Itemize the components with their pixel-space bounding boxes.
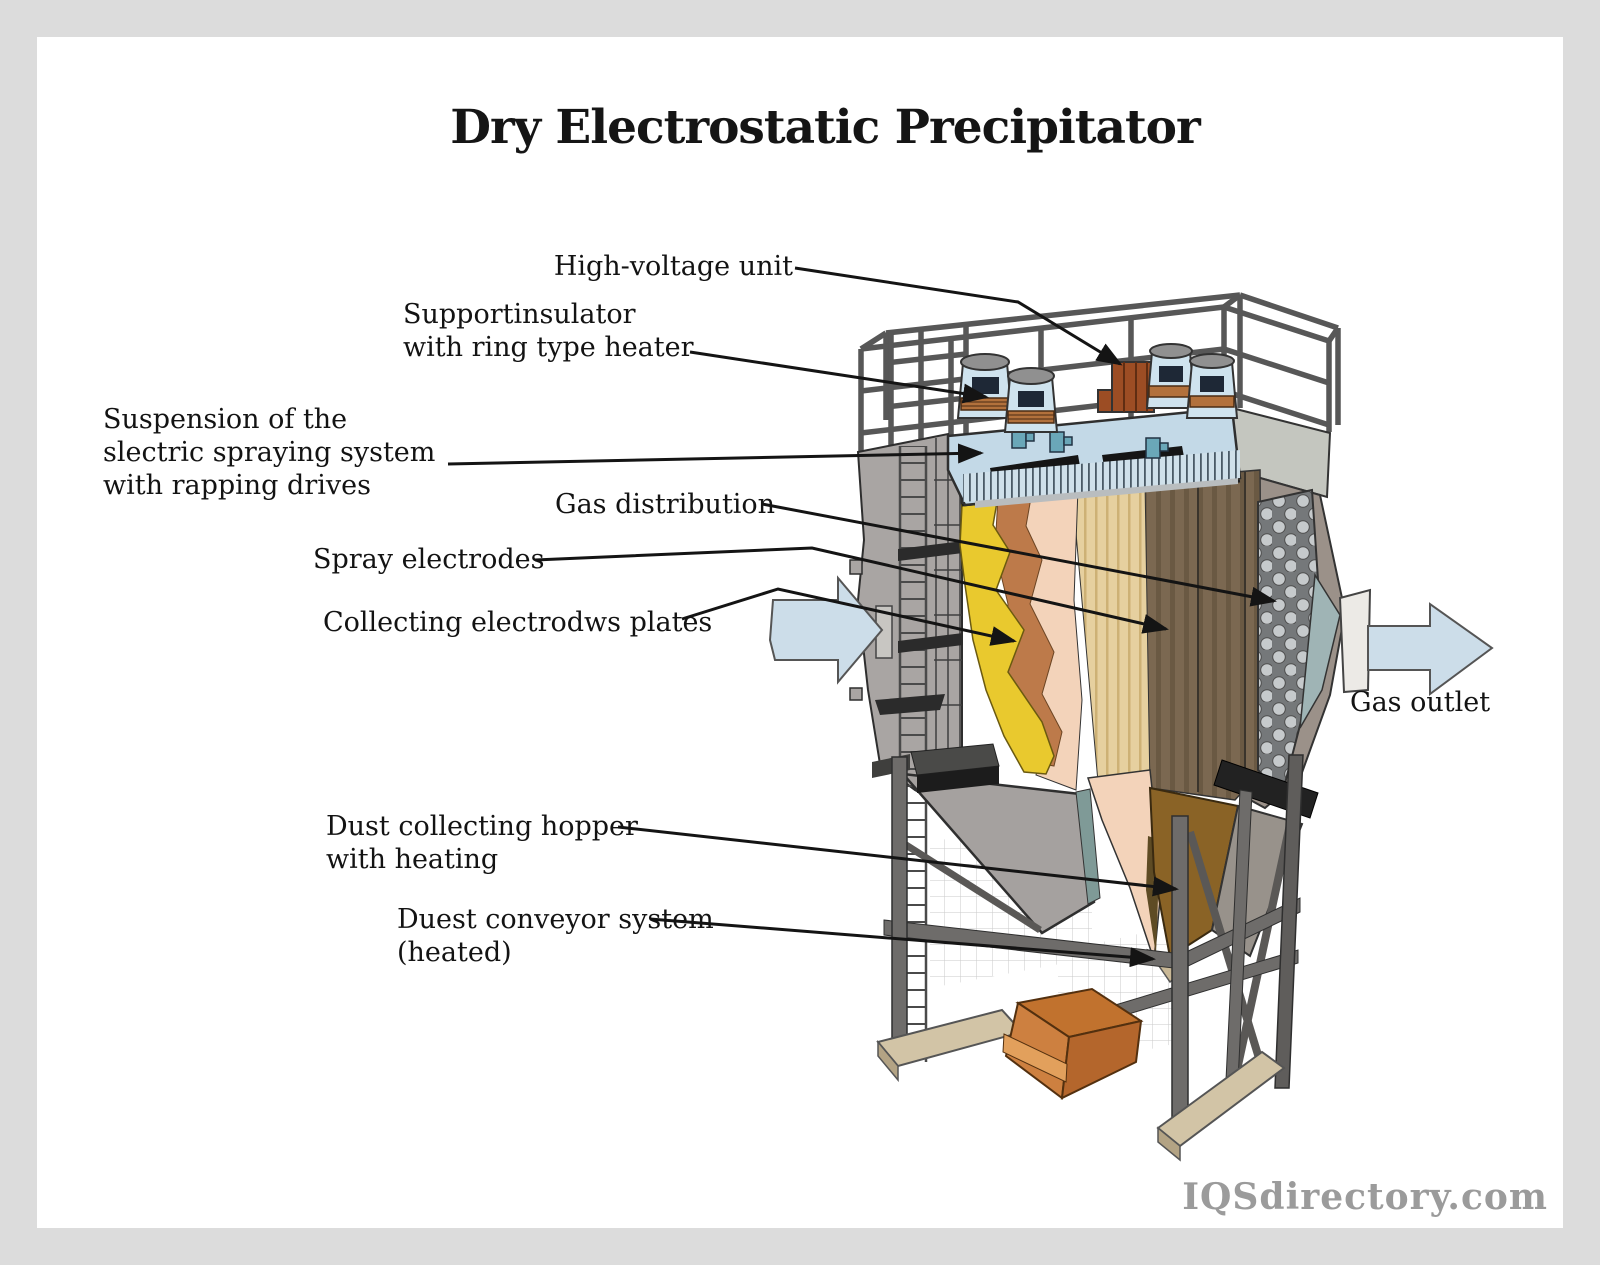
- label-gas-distribution: Gas distribution: [555, 489, 776, 520]
- leader-high-voltage: [794, 266, 1123, 366]
- layer-tan: [1071, 480, 1151, 791]
- insulator-4: [1185, 353, 1239, 419]
- leader-lines: [447, 266, 1277, 968]
- leader-gas-distribution: [761, 502, 1277, 607]
- conveyor-box: [1002, 987, 1144, 1100]
- watermark: IQSdirectory.com: [1182, 1176, 1548, 1218]
- insulator-1: [956, 353, 1014, 419]
- label-conveyor: Duest conveyor system (heated): [397, 904, 714, 968]
- leader-suspension: [447, 443, 984, 466]
- cutaway-layers: [959, 469, 1341, 801]
- label-spray-electrodes: Spray electrodes: [313, 544, 545, 575]
- support-insulators: [956, 343, 1239, 433]
- leader-dust-hopper: [617, 825, 1179, 897]
- label-suspension: Suspension of the slectric spraying syst…: [103, 404, 436, 501]
- leader-spray-electrodes: [534, 546, 1169, 634]
- gas-inlet-arrow: [768, 575, 893, 685]
- label-support-insulator: Supportinsulator with ring type heater: [403, 299, 694, 363]
- spray-electrode-plates: [1139, 469, 1263, 801]
- label-high-voltage-unit: High-voltage unit: [553, 251, 793, 282]
- insulator-2: [1003, 367, 1059, 433]
- dust-hopper-left: [899, 772, 1096, 935]
- ladder-cage: [934, 438, 962, 772]
- label-gas-outlet: Gas outlet: [1350, 687, 1491, 718]
- leader-support-insulator: [689, 350, 989, 404]
- base-beams: [876, 1008, 1286, 1162]
- electrode-fringe: [963, 450, 1240, 502]
- label-collecting-plates: Collecting electrodws plates: [323, 607, 713, 638]
- page-title: Dry Electrostatic Precipitator: [450, 100, 1201, 155]
- gas-outlet-duct: [1338, 588, 1372, 694]
- leader-collecting-plates: [681, 587, 1017, 646]
- support-frame: [872, 754, 1304, 1162]
- leader-conveyor: [649, 917, 1156, 968]
- gas-outlet-arrow: [1367, 602, 1494, 696]
- high-voltage-unit: [1097, 361, 1155, 413]
- label-dust-hopper: Dust collecting hopper with heating: [326, 811, 638, 875]
